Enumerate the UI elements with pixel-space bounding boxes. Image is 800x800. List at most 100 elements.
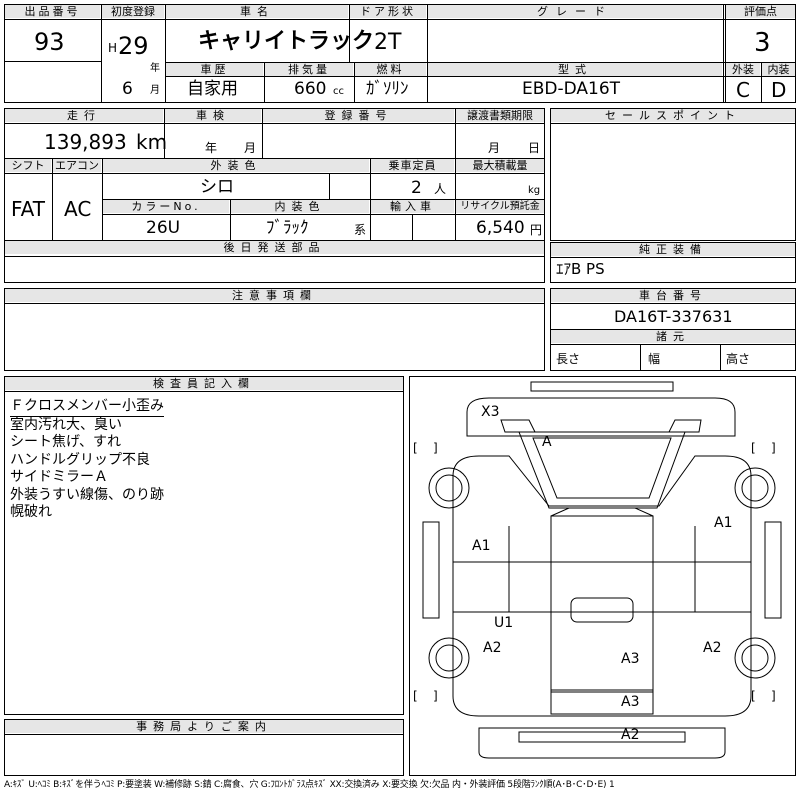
lot-label: 出品番号 [5,5,100,18]
shift-value: FAT [11,197,46,221]
fuel-value: ｶﾞｿﾘﾝ [366,79,409,99]
sales-label: セールスポイント [551,109,795,122]
svg-text:[: [ [751,689,756,703]
model-value: EBD-DA16T [522,79,621,99]
month-unit: 月 [150,85,160,96]
regno-label: 登録番号 [263,109,454,122]
reg-year: 29 [118,32,149,60]
lot-value: 93 [34,28,65,56]
footer-legend: A:ｷｽﾞ U:ﾍｺﾐ B:ｷｽﾞを伴うﾍｺﾐ P:要塗装 W:補修跡 S:錆 … [4,780,615,790]
ac-value: AC [64,197,92,221]
inspector-note: 幌破れ [10,504,52,520]
recycle-label: リサイクル預託金 [456,200,544,213]
score-value: 3 [754,28,771,58]
len-label: 長さ [556,352,581,366]
intcolor-value: ﾌﾞﾗｯｸ [266,218,309,238]
load-label: 最大積載量 [456,159,544,172]
int-label: 内装 [762,63,795,76]
later-label: 後日発送部品 [5,241,544,254]
ext-label: 外装 [726,63,760,76]
history-value: 自家用 [187,79,238,99]
inspector-note: ハンドルグリップ不良 [10,451,150,468]
year-unit: 年 [150,63,160,74]
inspect-label: 車検 [165,109,261,122]
mark-right-front: A1 [714,515,732,531]
width-label: 幅 [648,352,661,366]
cap-label: 乗車定員 [371,159,454,172]
chassis-label: 車台番号 [551,289,795,302]
inspector-note: 外装うすい線傷、のり跡 [10,486,164,503]
equip-value: ｴｱB PS [556,260,605,278]
load-unit: kg [528,185,541,196]
inspector-notes-list: Ｆクロスメンバー小歪み 室内汚れ大、臭い シート焦げ、すれ ハンドルグリップ不良… [10,395,164,522]
svg-text:]: ] [771,689,776,703]
office-label: 事務局よりご案内 [5,720,403,733]
colorno-label: カラーNo. [103,200,229,213]
mark-underbody: U1 [494,615,513,631]
int-value: D [771,78,787,102]
mark-right-rear: A2 [703,640,721,656]
dims-label: 諸元 [551,330,795,343]
import-label: 輸入車 [371,200,454,213]
mark-rear-bumper: A2 [621,727,639,743]
inspector-label: 検査員記入欄 [5,377,403,390]
chassis-value: DA16T-337631 [614,307,733,326]
mark-front-bumper: X3 [481,404,500,420]
history-label: 車歴 [166,63,263,76]
colorno-value: 26U [146,218,181,238]
svg-text:]: ] [771,441,776,455]
recycle-value: 6,540 [476,218,525,238]
height-label: 高さ [726,352,751,366]
mileage-label: 走行 [5,109,163,122]
inspect-year-unit: 年 [205,141,218,155]
shift-label: シフト [5,159,51,172]
inspector-note: シート焦げ、すれ [10,434,122,450]
mileage-unit: km [136,130,168,154]
svg-text:[: [ [413,689,418,703]
transfer-month-unit: 月 [488,141,501,155]
fuel-label: 燃料 [355,63,426,76]
color-label: 外装色 [103,159,369,172]
score-label: 評価点 [726,5,795,18]
inspect-month-unit: 月 [244,141,257,155]
svg-text:]: ] [433,441,438,455]
grade-label: グレード [428,5,722,18]
ext-value: C [736,78,750,102]
mark-windshield: A [542,434,552,450]
intcolor-label: 内装色 [231,200,369,213]
transfer-label: 譲渡書類期限 [456,109,544,122]
disp-value: 660 [294,79,327,99]
inspector-block [4,376,404,715]
mark-tailgate: A3 [621,694,639,710]
reg-label: 初度登録 [102,5,164,18]
door-value: 2T [374,30,402,55]
reg-month: 6 [122,79,133,99]
era: H [108,41,118,55]
inspector-note: 室内汚れ大、臭い [10,416,122,433]
svg-text:]: ] [433,689,438,703]
recycle-unit: 円 [530,223,543,237]
mark-left-door: A1 [472,538,490,554]
cap-unit: 人 [434,182,447,196]
svg-text:[: [ [413,441,418,455]
equip-label: 純正装備 [551,243,795,256]
mileage-value: 139,893 [44,130,127,154]
inspector-note: Ｆクロスメンバー小歪み [10,398,164,417]
mark-left-rear: A2 [483,640,501,656]
name-label: 車名 [166,5,348,18]
disp-unit: cc [333,86,344,97]
truck-damage-diagram: [ ] [ ] [ ] [ ] X3 A A1 A1 U1 A2 A2 A3 A… [413,381,782,759]
sales-point-block [550,108,796,241]
model-label: 型式 [428,63,722,76]
door-label: ドア形状 [350,5,426,18]
name-value: キャリイトラック [198,29,375,54]
caution-label: 注意事項欄 [5,289,544,302]
header-block [4,4,796,103]
color-value: シロ [200,177,234,197]
svg-text:[: [ [751,441,756,455]
vehicle-diagram-frame [409,376,796,776]
ac-label: エアコン [53,159,101,172]
mark-bed: A3 [621,651,639,667]
intcolor-unit: 系 [354,223,367,237]
transfer-day-unit: 日 [528,141,541,155]
